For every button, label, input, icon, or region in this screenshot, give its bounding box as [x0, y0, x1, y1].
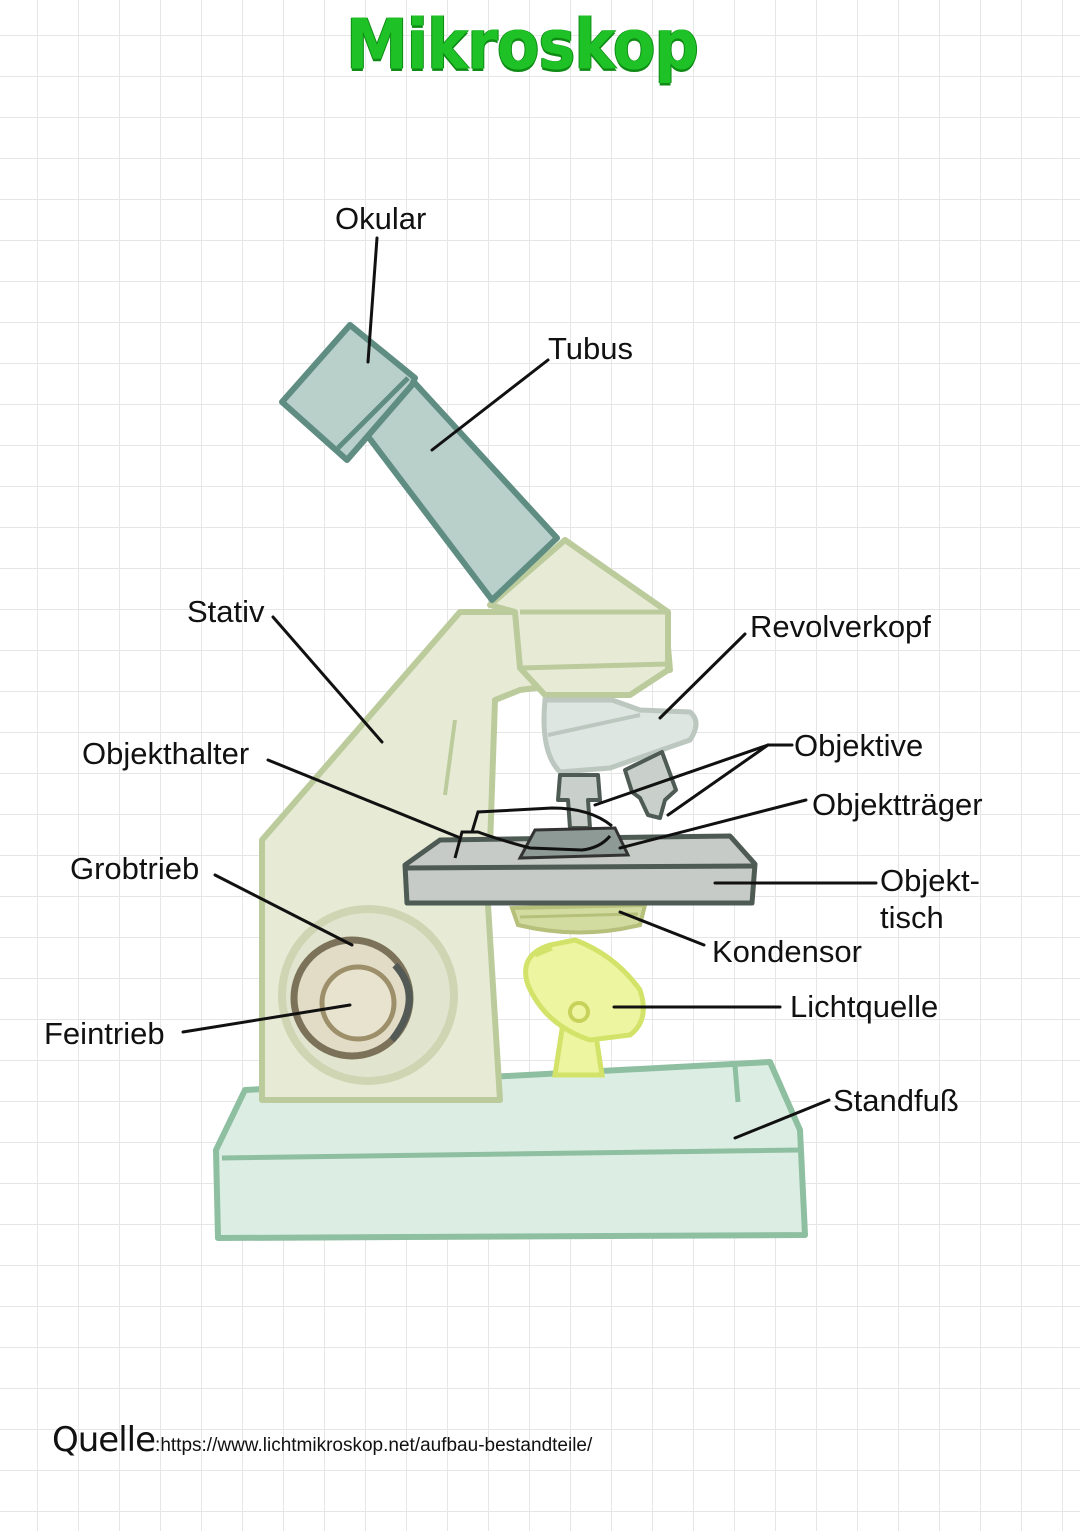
head-shape	[487, 537, 671, 698]
tube-shape	[279, 322, 560, 603]
source-footer: Quelle:https://www.lichtmikroskop.net/au…	[52, 1420, 592, 1460]
line-stativ	[271, 615, 384, 744]
fine-knob-shape	[319, 964, 397, 1042]
label-objektive: Objektive	[794, 728, 924, 763]
line-objekttraeger	[618, 798, 808, 850]
line-feintrieb	[181, 1003, 352, 1034]
line-grobtrieb	[213, 873, 354, 947]
label-objekthalter: Objekthalter	[82, 736, 250, 771]
label-grobtrieb: Grobtrieb	[70, 851, 200, 886]
condenser-shape	[509, 902, 648, 935]
page-title: Mikroskop	[346, 3, 699, 86]
source-label: Quelle	[52, 1420, 156, 1460]
label-kondensor: Kondensor	[712, 934, 862, 969]
line-kondensor	[618, 910, 706, 947]
label-lichtquelle: Lichtquelle	[790, 989, 939, 1024]
label-revolverkopf: Revolverkopf	[750, 609, 931, 644]
label-okular: Okular	[335, 201, 427, 236]
line-tubus	[430, 358, 550, 452]
line-objektive-a	[593, 743, 770, 807]
line-revolverkopf	[658, 632, 747, 720]
lamp-shape	[523, 937, 646, 1078]
line-okular	[366, 236, 379, 364]
label-objekttraeger: Objektträger	[812, 787, 983, 822]
label-standfuss: Standfuß	[833, 1083, 959, 1118]
revolver-head-shape	[541, 697, 699, 775]
leader-lines	[181, 236, 878, 1140]
label-objekttisch: Objekt- tisch	[880, 863, 980, 936]
label-stativ: Stativ	[187, 594, 265, 629]
label-tubus: Tubus	[548, 331, 634, 366]
stage-shape	[402, 806, 758, 906]
line-objektive-b	[666, 743, 770, 817]
line-objekthalter	[266, 758, 460, 839]
line-standfuss	[733, 1098, 831, 1140]
source-url[interactable]: :https://www.lichtmikroskop.net/aufbau-b…	[155, 1435, 593, 1456]
label-feintrieb: Feintrieb	[44, 1016, 165, 1051]
base-shape	[213, 1059, 808, 1241]
